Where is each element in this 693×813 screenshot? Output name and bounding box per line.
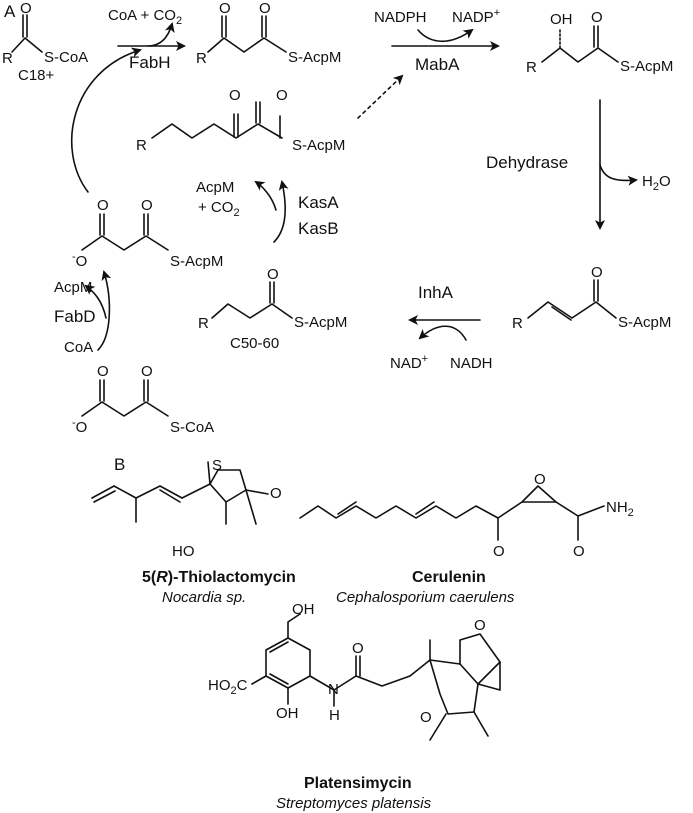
elong-sacpm: S-AcpM	[292, 137, 345, 154]
inha-nadh: NADH	[450, 355, 493, 372]
dehydrase-enzyme: Dehydrase	[486, 153, 568, 172]
fabd-enzyme: FabD	[54, 307, 96, 326]
plat-o-amide: O	[352, 640, 364, 657]
acyl-sacpm: S-AcpM	[294, 314, 347, 331]
plat-oh1: OH	[292, 601, 315, 618]
malacp-o1: O	[97, 197, 109, 214]
plat-n: N	[328, 681, 339, 698]
start-chain-length: C18+	[18, 67, 55, 84]
plat-source: Streptomyces platensis	[276, 795, 432, 812]
dehydrase-step: Dehydrase H2O	[486, 99, 671, 230]
plat-oh2: OH	[276, 705, 299, 722]
enoyl-sacpm: S-AcpM	[618, 314, 671, 331]
malacp-sacpm: S-AcpM	[170, 253, 223, 270]
ceru-source: Cephalosporium caerulens	[336, 589, 515, 606]
inha-step: InhA NAD+ NADH	[390, 283, 493, 372]
thio-ho: HO	[172, 543, 195, 560]
malcoa-o2: O	[141, 363, 153, 380]
acyl-coa-start: O R S-CoA C18+	[2, 0, 88, 84]
keto-o1: O	[219, 0, 231, 17]
malonyl-to-fabh-arrow	[70, 47, 142, 193]
maba-step: NADPH NADP+ MabA	[374, 7, 500, 74]
keto-sacpm: S-AcpM	[288, 49, 341, 66]
fabh-enzyme: FabH	[129, 53, 171, 72]
fabh-coa-co2: CoA + CO2	[108, 7, 182, 27]
thio-name: 5(R)-Thiolactomycin	[142, 569, 296, 586]
start-r: R	[2, 50, 13, 67]
ceru-o-amide: O	[573, 543, 585, 560]
maba-nadph: NADPH	[374, 9, 427, 26]
plat-o-ether: O	[420, 709, 432, 726]
acyl-o: O	[267, 266, 279, 283]
elong-o1: O	[229, 87, 241, 104]
kas-enzyme-kasa: KasA	[298, 193, 339, 212]
plat-name: Platensimycin	[304, 775, 412, 792]
plat-co2h: HO2C	[208, 677, 248, 697]
malcoa-o1: O	[97, 363, 109, 380]
thiolactomycin-structure: S O HO 5(R)-Thiolactomycin Nocardia sp.	[91, 457, 296, 606]
kas-co2: + CO2	[198, 199, 240, 219]
hydroxy-oh: OH	[550, 11, 573, 28]
elongated-ketoacyl: O O R S-AcpM	[136, 87, 345, 154]
ceru-nh2: NH2	[606, 499, 634, 519]
acyl-chain-length: C50-60	[230, 335, 279, 352]
cerulenin-structure: O O O NH2 Cerulenin Cephalosporium caeru…	[299, 471, 634, 606]
ketoacyl-acpm: O O R S-AcpM	[196, 0, 341, 67]
malacp-o3: -O	[72, 251, 87, 270]
plat-h: H	[329, 707, 340, 724]
ceru-o-ketone: O	[493, 543, 505, 560]
kas-acpm: AcpM	[196, 179, 234, 196]
ceru-o-epoxide: O	[534, 471, 546, 488]
enoyl-r: R	[512, 315, 523, 332]
enoyl-o: O	[591, 264, 603, 281]
fabh-step: CoA + CO2 FabH	[108, 7, 186, 72]
acyl-r: R	[198, 315, 209, 332]
hydroxyacyl-acpm: OH O R S-AcpM	[526, 9, 673, 76]
start-scoa: S-CoA	[44, 49, 88, 66]
elong-o2: O	[276, 87, 288, 104]
inha-enzyme: InhA	[418, 283, 454, 302]
acyl-acpm: O R S-AcpM C50-60	[198, 266, 347, 352]
cycle-dotted-arrow	[357, 74, 404, 119]
malonyl-coa: O O -O S-CoA	[72, 363, 214, 436]
maba-nadp: NADP+	[452, 7, 500, 26]
keto-o2: O	[259, 0, 271, 17]
kas-enzyme-kasb: KasB	[298, 219, 339, 238]
thio-s: S	[212, 457, 222, 474]
platensimycin-structure: OH OH HO2C N H O O O Platensimycin Strep…	[208, 601, 501, 812]
malonyl-acpm: O O -O S-AcpM	[72, 197, 223, 270]
malcoa-o3: -O	[72, 417, 87, 436]
enoyl-acpm: O R S-AcpM	[512, 264, 671, 332]
elong-r: R	[136, 137, 147, 154]
fabd-acpm: AcpM	[54, 279, 92, 296]
malcoa-scoa: S-CoA	[170, 419, 214, 436]
dehydrase-h2o: H2O	[642, 173, 671, 193]
keto-r: R	[196, 50, 207, 67]
thio-source: Nocardia sp.	[162, 589, 246, 606]
fabd-coa: CoA	[64, 339, 93, 356]
panel-b-label: B	[114, 455, 125, 474]
malacp-o2: O	[141, 197, 153, 214]
hydroxy-sacpm: S-AcpM	[620, 58, 673, 75]
hydroxy-o: O	[591, 9, 603, 26]
hydroxy-r: R	[526, 59, 537, 76]
ceru-name: Cerulenin	[412, 569, 486, 586]
panel-a-label: A	[4, 2, 16, 21]
fabd-step: AcpM FabD CoA	[54, 270, 112, 356]
inha-nad: NAD+	[390, 353, 428, 372]
kas-step: AcpM + CO2 KasA KasB	[196, 179, 339, 243]
thio-o: O	[270, 485, 282, 502]
maba-enzyme: MabA	[415, 55, 460, 74]
plat-o-ketone: O	[474, 617, 486, 634]
start-carbonyl-o: O	[20, 0, 32, 17]
